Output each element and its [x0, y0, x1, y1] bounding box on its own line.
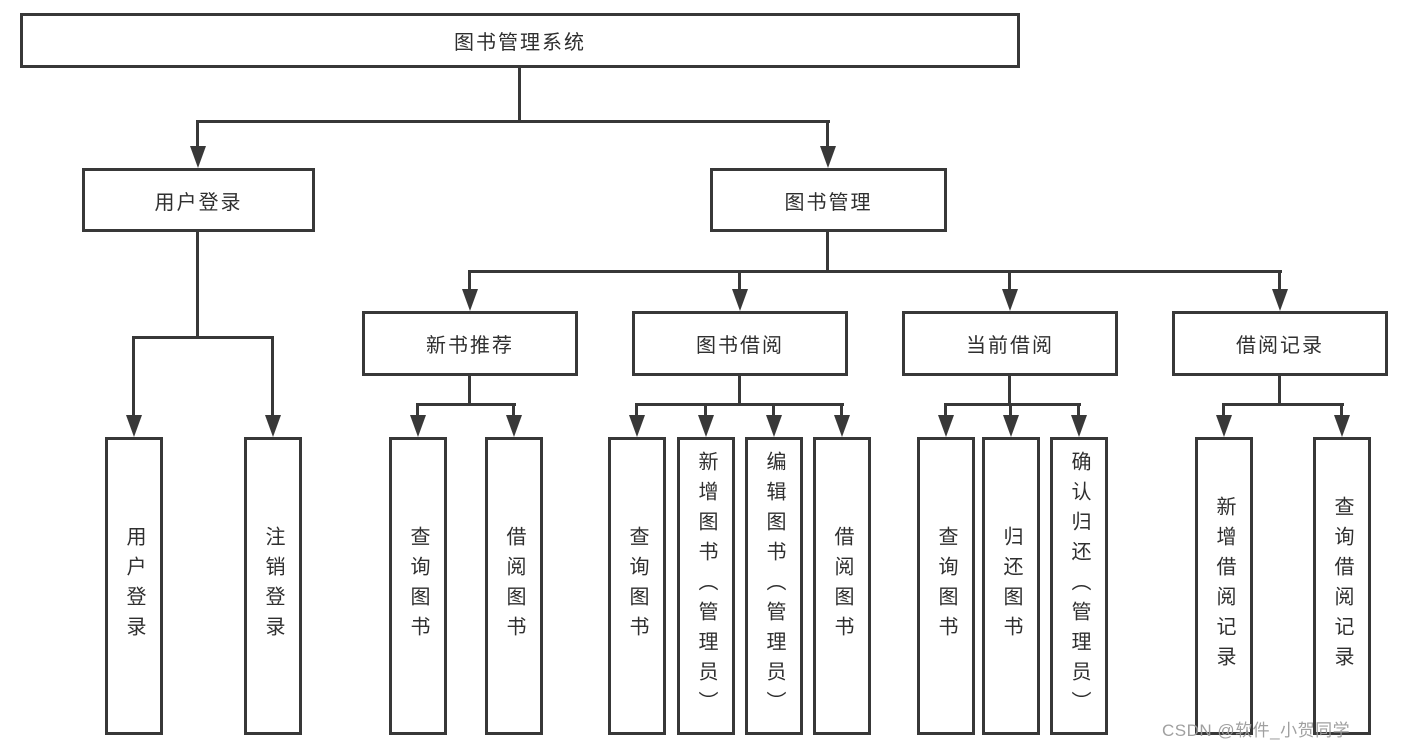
connector-vline: [840, 403, 843, 417]
connector-vline: [271, 336, 274, 417]
connector-vline: [704, 403, 707, 417]
leaf-confirm-return-admin: 确认归还（管理员）: [1050, 437, 1108, 735]
connector-hline: [468, 270, 1282, 273]
node-new-book-recommend: 新书推荐: [362, 311, 578, 376]
connector-vline: [512, 403, 515, 417]
arrow-down-icon: [1002, 289, 1018, 311]
connector-vline: [468, 376, 471, 406]
arrow-down-icon: [766, 415, 782, 437]
arrow-down-icon: [190, 146, 206, 168]
arrow-down-icon: [410, 415, 426, 437]
node-book-management: 图书管理: [710, 168, 947, 232]
connector-vline: [468, 270, 471, 291]
connector-hline: [1222, 403, 1344, 406]
node-borrow-records: 借阅记录: [1172, 311, 1388, 376]
leaf-label: 借阅图书: [831, 526, 853, 646]
leaf-logout: 注销登录: [244, 437, 302, 735]
arrow-down-icon: [126, 415, 142, 437]
connector-hline: [416, 403, 516, 406]
connector-vline: [196, 232, 199, 339]
connector-vline: [1009, 403, 1012, 417]
connector-vline: [416, 403, 419, 417]
watermark: CSDN @软件_小贺同学: [1162, 721, 1351, 740]
connector-vline: [518, 68, 521, 123]
leaf-add-book-admin: 新增图书（管理员）: [677, 437, 735, 735]
arrow-down-icon: [834, 415, 850, 437]
leaf-label: 归还图书: [1000, 526, 1022, 646]
leaf-label: 新增借阅记录: [1213, 496, 1235, 676]
arrow-down-icon: [732, 289, 748, 311]
arrow-down-icon: [938, 415, 954, 437]
leaf-query-books-current: 查询图书: [917, 437, 975, 735]
connector-vline: [1077, 403, 1080, 417]
leaf-label: 用户登录: [123, 526, 145, 646]
arrow-down-icon: [506, 415, 522, 437]
leaf-label: 确认归还（管理员）: [1068, 451, 1090, 721]
leaf-edit-book-admin: 编辑图书（管理员）: [745, 437, 803, 735]
node-label: 图书借阅: [696, 335, 784, 357]
leaf-label: 编辑图书（管理员）: [763, 451, 785, 721]
leaf-label: 借阅图书: [503, 526, 525, 646]
arrow-down-icon: [698, 415, 714, 437]
leaf-query-borrow-record: 查询借阅记录: [1313, 437, 1371, 735]
connector-hline: [196, 120, 830, 123]
connector-vline: [196, 120, 199, 148]
leaf-user-login: 用户登录: [105, 437, 163, 735]
connector-vline: [1278, 376, 1281, 406]
leaf-label: 查询图书: [935, 526, 957, 646]
node-label: 图书管理: [784, 191, 873, 214]
node-label: 用户登录: [154, 191, 243, 214]
leaf-borrow-books-recommend: 借阅图书: [485, 437, 543, 735]
leaf-label: 查询图书: [407, 526, 429, 646]
connector-vline: [738, 270, 741, 291]
arrow-down-icon: [1071, 415, 1087, 437]
leaf-query-books-borrow: 查询图书: [608, 437, 666, 735]
node-label: 借阅记录: [1236, 335, 1324, 357]
leaf-label: 新增图书（管理员）: [695, 451, 717, 721]
connector-vline: [1340, 403, 1343, 417]
connector-vline: [635, 403, 638, 417]
connector-hline: [132, 336, 274, 339]
leaf-borrow-books-borrow: 借阅图书: [813, 437, 871, 735]
connector-vline: [1008, 270, 1011, 291]
leaf-return-book: 归还图书: [982, 437, 1040, 735]
connector-vline: [944, 403, 947, 417]
node-root-label: 图书管理系统: [454, 32, 586, 54]
arrow-down-icon: [1272, 289, 1288, 311]
node-label: 当前借阅: [966, 335, 1054, 357]
connector-vline: [132, 336, 135, 417]
leaf-add-borrow-record: 新增借阅记录: [1195, 437, 1253, 735]
connector-vline: [1222, 403, 1225, 417]
arrow-down-icon: [629, 415, 645, 437]
connector-vline: [1008, 376, 1011, 406]
arrow-down-icon: [1003, 415, 1019, 437]
leaf-label: 查询借阅记录: [1331, 496, 1353, 676]
connector-vline: [772, 403, 775, 417]
arrow-down-icon: [265, 415, 281, 437]
arrow-down-icon: [820, 146, 836, 168]
connector-vline: [1278, 270, 1281, 291]
connector-hline: [635, 403, 844, 406]
leaf-label: 查询图书: [626, 526, 648, 646]
leaf-query-books-recommend: 查询图书: [389, 437, 447, 735]
arrow-down-icon: [1216, 415, 1232, 437]
node-label: 新书推荐: [426, 335, 514, 357]
connector-vline: [738, 376, 741, 406]
connector-hline: [944, 403, 1081, 406]
arrow-down-icon: [462, 289, 478, 311]
node-current-borrow: 当前借阅: [902, 311, 1118, 376]
node-root: 图书管理系统: [20, 13, 1020, 68]
arrow-down-icon: [1334, 415, 1350, 437]
node-book-borrow: 图书借阅: [632, 311, 848, 376]
connector-vline: [826, 232, 829, 272]
connector-vline: [826, 120, 829, 148]
node-user-login: 用户登录: [82, 168, 315, 232]
leaf-label: 注销登录: [262, 526, 284, 646]
